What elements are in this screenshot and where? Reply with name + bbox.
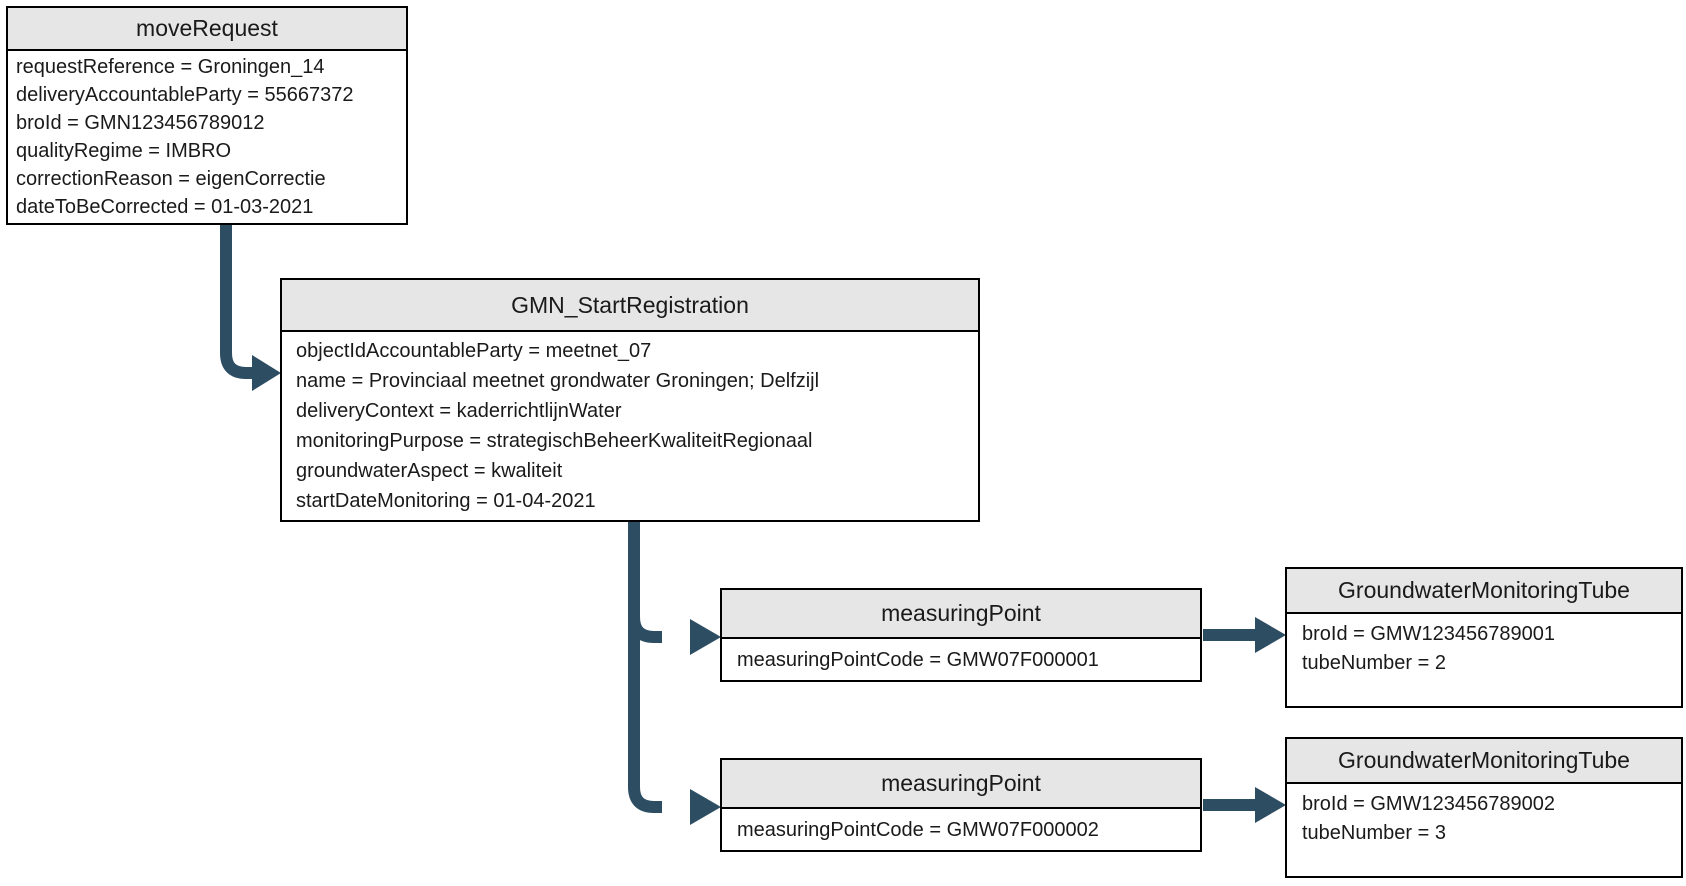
node-groundwatermonitoringtube-1-body: broId = GMW123456789001 tubeNumber = 2 (1287, 614, 1681, 706)
attribute-line: name = Provinciaal meetnet grondwater Gr… (296, 370, 820, 392)
node-measuringpoint-1-body: measuringPointCode = GMW07F000001 (722, 639, 1200, 680)
attribute-line: deliveryAccountableParty = 55667372 (16, 84, 354, 106)
node-groundwatermonitoringtube-2: GroundwaterMonitoringTube broId = GMW123… (1285, 737, 1683, 878)
arrow-gmn-to-measuringpoint-2 (628, 600, 662, 813)
attribute-line: dateToBeCorrected = 01-03-2021 (16, 196, 314, 218)
attribute-line: startDateMonitoring = 01-04-2021 (296, 490, 596, 512)
attribute-line: deliveryContext = kaderrichtlijnWater (296, 400, 622, 422)
attribute-line: objectIdAccountableParty = meetnet_07 (296, 340, 652, 362)
node-gmn-startregistration-title: GMN_StartRegistration (282, 280, 978, 332)
node-groundwatermonitoringtube-2-body: broId = GMW123456789002 tubeNumber = 3 (1287, 784, 1681, 876)
arrowhead-measuringpoint2-to-tube2 (1255, 787, 1286, 823)
attribute-line: correctionReason = eigenCorrectie (16, 168, 326, 190)
attribute-line: requestReference = Groningen_14 (16, 56, 325, 78)
node-measuringpoint-1: measuringPoint measuringPointCode = GMW0… (720, 588, 1202, 682)
node-moverequest-body: requestReference = Groningen_14 delivery… (8, 51, 406, 223)
node-measuringpoint-2-body: measuringPointCode = GMW07F000002 (722, 809, 1200, 850)
node-groundwatermonitoringtube-1: GroundwaterMonitoringTube broId = GMW123… (1285, 567, 1683, 708)
node-groundwatermonitoringtube-2-title: GroundwaterMonitoringTube (1287, 739, 1681, 784)
arrowhead-moverequest-to-gmn (252, 355, 281, 391)
attribute-line: monitoringPurpose = strategischBeheerKwa… (296, 430, 813, 452)
attribute-line: broId = GMW123456789002 (1302, 793, 1555, 815)
arrowhead-gmn-to-measuringpoint-2 (690, 789, 721, 825)
node-measuringpoint-1-title: measuringPoint (722, 590, 1200, 639)
arrowhead-gmn-to-measuringpoint-1 (690, 619, 721, 655)
attribute-line: measuringPointCode = GMW07F000002 (737, 818, 1099, 841)
attribute-line: qualityRegime = IMBRO (16, 140, 232, 162)
node-moverequest: moveRequest requestReference = Groningen… (6, 6, 408, 225)
attribute-line: broId = GMW123456789001 (1302, 623, 1555, 645)
attribute-line: broId = GMN123456789012 (16, 112, 265, 134)
attribute-line: measuringPointCode = GMW07F000001 (737, 648, 1099, 671)
node-gmn-startregistration-body: objectIdAccountableParty = meetnet_07 na… (282, 332, 978, 520)
attribute-line: tubeNumber = 2 (1302, 652, 1446, 674)
arrowhead-measuringpoint1-to-tube1 (1255, 617, 1286, 653)
node-groundwatermonitoringtube-1-title: GroundwaterMonitoringTube (1287, 569, 1681, 614)
node-moverequest-title: moveRequest (8, 8, 406, 51)
node-measuringpoint-2: measuringPoint measuringPointCode = GMW0… (720, 758, 1202, 852)
node-measuringpoint-2-title: measuringPoint (722, 760, 1200, 809)
node-gmn-startregistration: GMN_StartRegistration objectIdAccountabl… (280, 278, 980, 522)
attribute-line: tubeNumber = 3 (1302, 822, 1446, 844)
arrow-moverequest-to-gmn (220, 223, 254, 379)
attribute-line: groundwaterAspect = kwaliteit (296, 460, 563, 482)
